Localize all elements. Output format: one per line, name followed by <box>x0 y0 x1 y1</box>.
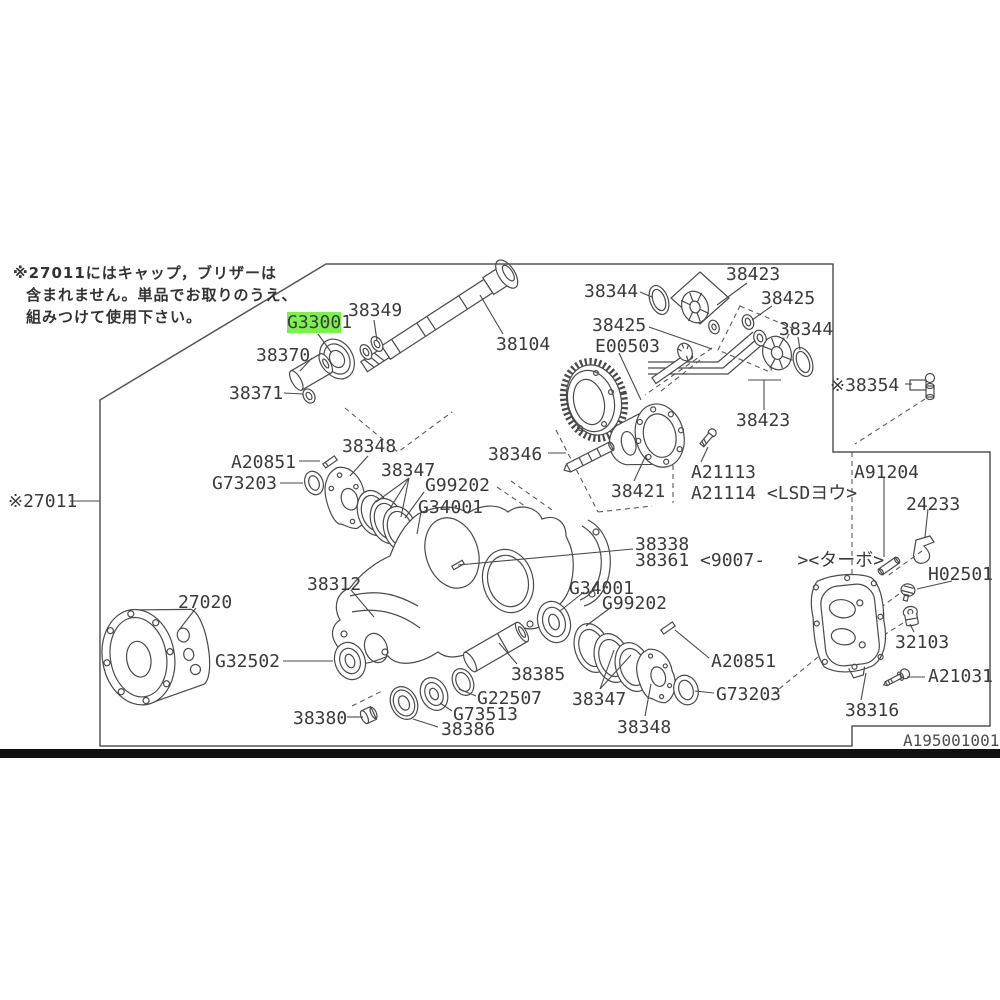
bearing-g32502-drawing <box>333 632 389 681</box>
axle-sleeve-drawing <box>462 621 530 673</box>
cap-38354-drawing <box>909 372 936 401</box>
ring-gear-drawing <box>559 357 629 443</box>
propeller-shaft-drawing <box>360 259 519 373</box>
seal-38386-drawing <box>389 686 419 720</box>
leader-lines <box>70 282 953 728</box>
plug-32103-drawing <box>902 605 919 627</box>
shim-38346-drawing <box>563 441 615 473</box>
spacer-38370-drawing <box>288 353 334 391</box>
differential-gear-set-drawing <box>648 271 814 385</box>
caution-note-line1: ※27011にはキャップ，ブリザーは <box>13 264 278 282</box>
lsd-unit-27020-drawing <box>101 608 211 706</box>
bottom-black-bar <box>0 749 1000 758</box>
washer-38371-drawing <box>302 388 316 404</box>
retainer-38348-bottom-drawing <box>636 648 676 704</box>
screw-a21031-drawing <box>882 668 911 687</box>
breather-a91204-drawing <box>877 556 901 576</box>
bolt-h02501-drawing <box>900 583 916 602</box>
bearing-g73513-drawing <box>419 677 449 711</box>
bearing-g73203-bottom-drawing <box>673 674 699 706</box>
caution-note: ※27011にはキャップ，ブリザーは 含まれません。単品でお取りのうえ、 組みつ… <box>13 262 298 328</box>
diagram-frame-border <box>99 263 991 747</box>
diff-case-38421-drawing <box>608 403 685 468</box>
bolt-a21113-drawing <box>699 428 717 448</box>
caution-note-line2: 含まれません。単品でお取りのうえ、 <box>26 286 298 304</box>
rear-retainer-cluster-drawing <box>536 600 699 706</box>
caution-note-line3: 組みつけて使用下さい。 <box>26 308 203 326</box>
connector-lines <box>648 331 764 375</box>
plug-38380-drawing <box>359 705 378 725</box>
bracket-24233-drawing <box>913 535 935 564</box>
drawing-code: A195001001 <box>903 731 1000 750</box>
bearing-g34001-bottom-drawing <box>536 600 572 644</box>
washers-38349-drawing <box>342 336 384 368</box>
rear-cover-38316-drawing <box>810 573 887 679</box>
axle-washer-g22507-drawing <box>451 668 475 696</box>
